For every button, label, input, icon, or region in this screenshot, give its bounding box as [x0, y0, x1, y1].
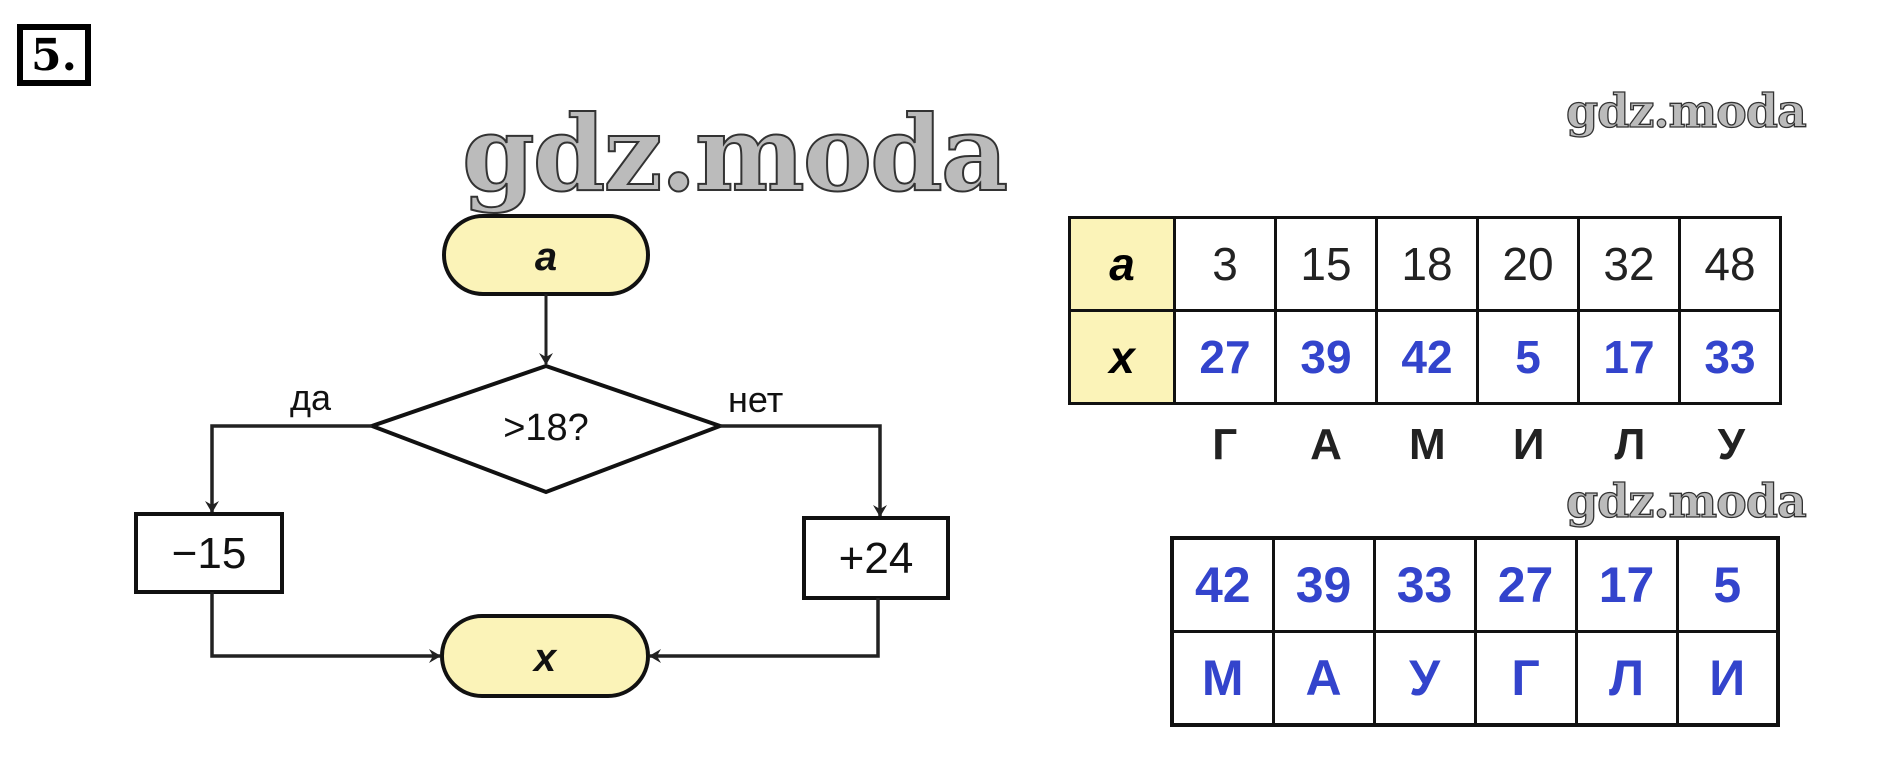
yes-action-box: [134, 512, 284, 594]
a-value: 18: [1375, 216, 1479, 312]
row-header-x: x: [1068, 309, 1176, 405]
answer-table: 42 39 33 27 17 5 М А У Г Л И: [1170, 536, 1780, 727]
answer-letter: Л: [1574, 630, 1679, 727]
answer-number: 33: [1372, 536, 1477, 633]
table-row: М А У Г Л И: [1170, 630, 1780, 727]
answer-number: 39: [1271, 536, 1376, 633]
x-value: 5: [1476, 309, 1580, 405]
a-value: 32: [1577, 216, 1681, 312]
values-table: a 3 15 18 20 32 48 x 27 39 42 5 17 33: [1068, 216, 1782, 405]
end-label: x: [532, 636, 558, 680]
condition-label: >18?: [503, 407, 589, 449]
arrow: [649, 598, 880, 663]
x-value: 33: [1678, 309, 1782, 405]
x-value: 27: [1173, 309, 1277, 405]
condition-diamond: [366, 363, 726, 495]
no-action-box: [802, 516, 950, 600]
letter: Г: [1212, 420, 1238, 469]
answer-letter: У: [1372, 630, 1477, 727]
yes-label: да: [290, 377, 332, 418]
a-value: 15: [1274, 216, 1378, 312]
answer-letter: Г: [1473, 630, 1578, 727]
yes-action-label: −15: [172, 529, 247, 578]
flowchart: a >18? да нет −15 +24 x: [134, 214, 950, 698]
letter: М: [1408, 420, 1446, 469]
answer-letter: А: [1271, 630, 1376, 727]
letter: И: [1512, 420, 1545, 469]
arrow: [720, 424, 887, 517]
watermark: gdz.moda: [1565, 473, 1807, 528]
start-label: a: [535, 235, 557, 279]
x-value: 42: [1375, 309, 1479, 405]
letter: А: [1310, 420, 1342, 469]
letter: У: [1717, 420, 1745, 469]
no-action-label: +24: [839, 534, 914, 583]
answer-letter: М: [1170, 630, 1275, 727]
row-header-a: a: [1068, 216, 1176, 312]
x-value: 17: [1577, 309, 1681, 405]
a-value: 20: [1476, 216, 1580, 312]
no-label: нет: [728, 379, 783, 420]
watermark: gdz.moda: [461, 91, 1009, 216]
answer-letter: И: [1675, 630, 1780, 727]
letter: Л: [1614, 420, 1646, 469]
arrow: [205, 424, 372, 513]
x-value: 39: [1274, 309, 1378, 405]
answer-number: 17: [1574, 536, 1679, 633]
end-terminal: [440, 614, 650, 698]
a-value: 48: [1678, 216, 1782, 312]
watermark: gdz.moda: [1565, 83, 1807, 138]
answer-number: 42: [1170, 536, 1275, 633]
answer-number: 27: [1473, 536, 1578, 633]
a-value: 3: [1173, 216, 1277, 312]
task-number: 5.: [17, 24, 91, 86]
letter-row: Г А М И Л У: [1174, 420, 1782, 470]
table-row: a 3 15 18 20 32 48: [1068, 216, 1782, 312]
table-row: 42 39 33 27 17 5: [1170, 536, 1780, 633]
arrow: [210, 592, 441, 663]
answer-number: 5: [1675, 536, 1780, 633]
table-row: x 27 39 42 5 17 33: [1068, 309, 1782, 405]
